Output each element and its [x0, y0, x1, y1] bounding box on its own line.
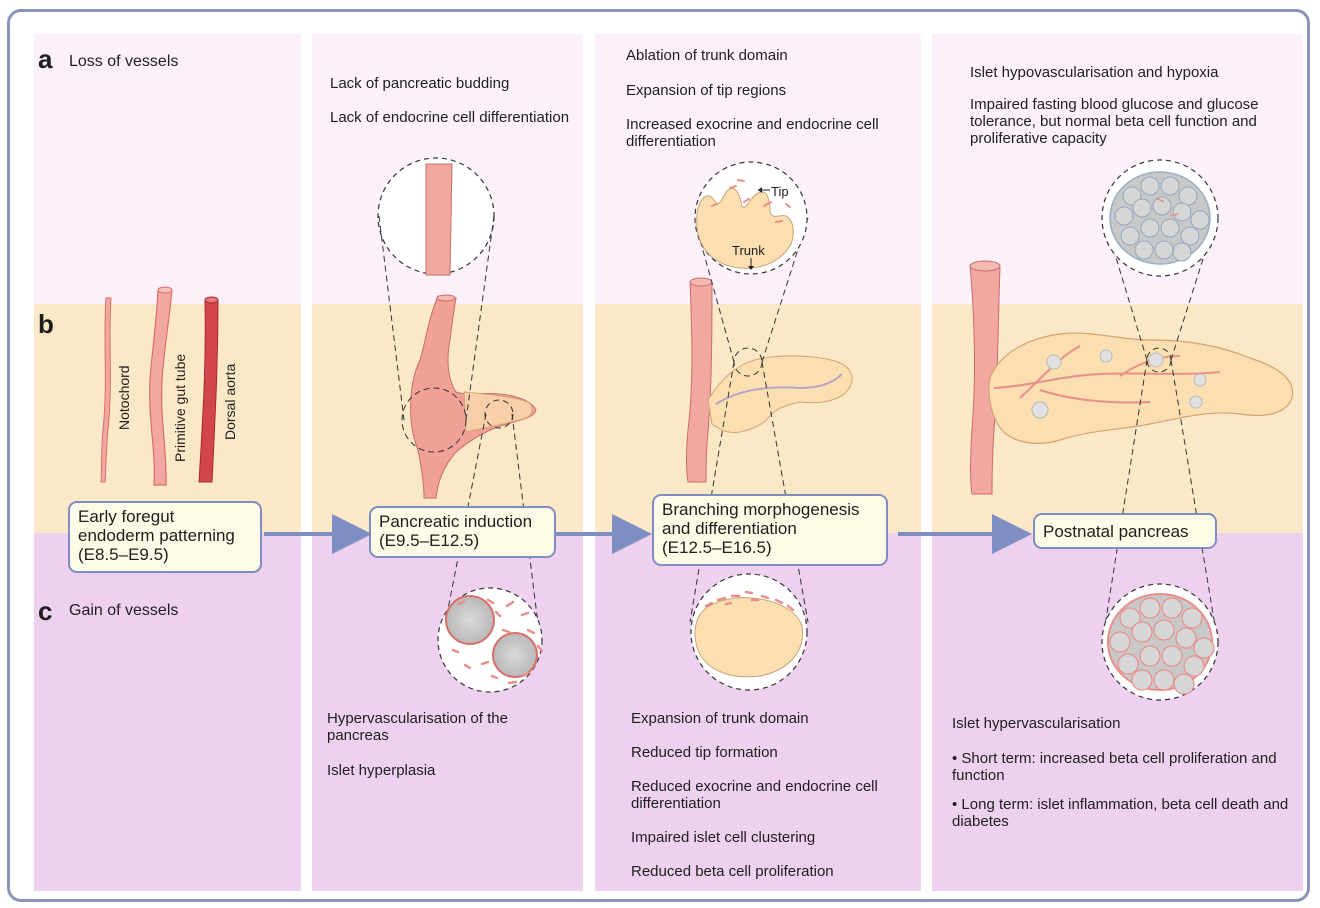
col3-aorta [687, 278, 713, 482]
col2-zoom-top [378, 158, 494, 275]
gain-col4-bullet-2: • Long term: islet inflammation, beta ce… [952, 796, 1297, 830]
gain-col3-item-2: Reduced tip formation [631, 744, 921, 761]
stage-box-foregut: Early foregut endoderm patterning (E8.5–… [68, 501, 262, 573]
gain-col3-item-3: Reduced exocrine and endocrine cell diff… [631, 778, 921, 812]
loss-col2-item-1: Lack of pancreatic budding [330, 75, 570, 92]
gut-tube-drawing [150, 287, 172, 485]
notochord-label: Notochord [116, 365, 132, 430]
stage-box-postnatal: Postnatal pancreas [1033, 513, 1217, 549]
stage-branching-line1: Branching morphogenesis [662, 500, 878, 519]
dorsal-aorta-drawing [199, 297, 218, 482]
tip-label: Tip [771, 183, 789, 200]
loss-col3-item-2: Expansion of tip regions [626, 82, 916, 99]
col2-bud-drawing [411, 295, 536, 498]
trunk-label: Trunk [732, 242, 765, 259]
stage-foregut-line1: Early foregut [78, 507, 252, 526]
loss-col4-item-1: Islet hypovascularisation and hypoxia [970, 64, 1270, 81]
gain-col4-bullets: • Short term: increased beta cell prolif… [952, 750, 1297, 842]
col3-pancreas [708, 356, 852, 433]
panel-letter-b: b [38, 309, 54, 340]
stage-foregut-line2: endoderm patterning [78, 526, 252, 545]
stage-branching-line3: (E12.5–E16.5) [662, 538, 878, 557]
panel-letter-c: c [38, 596, 52, 627]
gain-col3-item-1: Expansion of trunk domain [631, 710, 921, 727]
col4-zoom-top [1102, 160, 1218, 276]
loss-col2-item-2: Lack of endocrine cell differentiation [330, 109, 570, 126]
gain-col4-title: Islet hypervascularisation [952, 715, 1292, 732]
stage-box-induction: Pancreatic induction (E9.5–E12.5) [369, 506, 556, 558]
stage-box-branching: Branching morphogenesis and differentiat… [652, 494, 888, 566]
panel-a-title: Loss of vessels [69, 53, 178, 70]
panel-letter-a: a [38, 44, 52, 75]
col4-zoom-bottom [1102, 584, 1218, 700]
loss-col3-item-3: Increased exocrine and endocrine cell di… [626, 116, 916, 150]
col4-pancreas [989, 333, 1293, 443]
gain-col2-item-2: Islet hyperplasia [327, 762, 567, 779]
stage-induction-line2: (E9.5–E12.5) [379, 531, 546, 550]
stage-postnatal-line1: Postnatal pancreas [1043, 522, 1207, 541]
gain-col2-item-1: Hypervascularisation of the pancreas [327, 710, 567, 744]
col2-zoom-bottom [438, 588, 542, 692]
gain-col3-item-4: Impaired islet cell clustering [631, 829, 921, 846]
stage-branching-line2: and differentiation [662, 519, 878, 538]
notochord-drawing [101, 298, 111, 482]
col3-zoom-bottom [691, 574, 807, 690]
loss-col3-item-1: Ablation of trunk domain [626, 47, 916, 64]
gain-col4-bullet-1: • Short term: increased beta cell prolif… [952, 750, 1297, 784]
dorsal-aorta-label: Dorsal aorta [222, 364, 238, 440]
gut-tube-label: Primitive gut tube [172, 354, 188, 462]
stage-induction-line1: Pancreatic induction [379, 512, 546, 531]
gain-col3-item-5: Reduced beta cell proliferation [631, 863, 921, 880]
loss-col4-item-2: Impaired fasting blood glucose and gluco… [970, 96, 1270, 147]
stage-foregut-line3: (E8.5–E9.5) [78, 545, 252, 564]
panel-c-title: Gain of vessels [69, 602, 178, 619]
